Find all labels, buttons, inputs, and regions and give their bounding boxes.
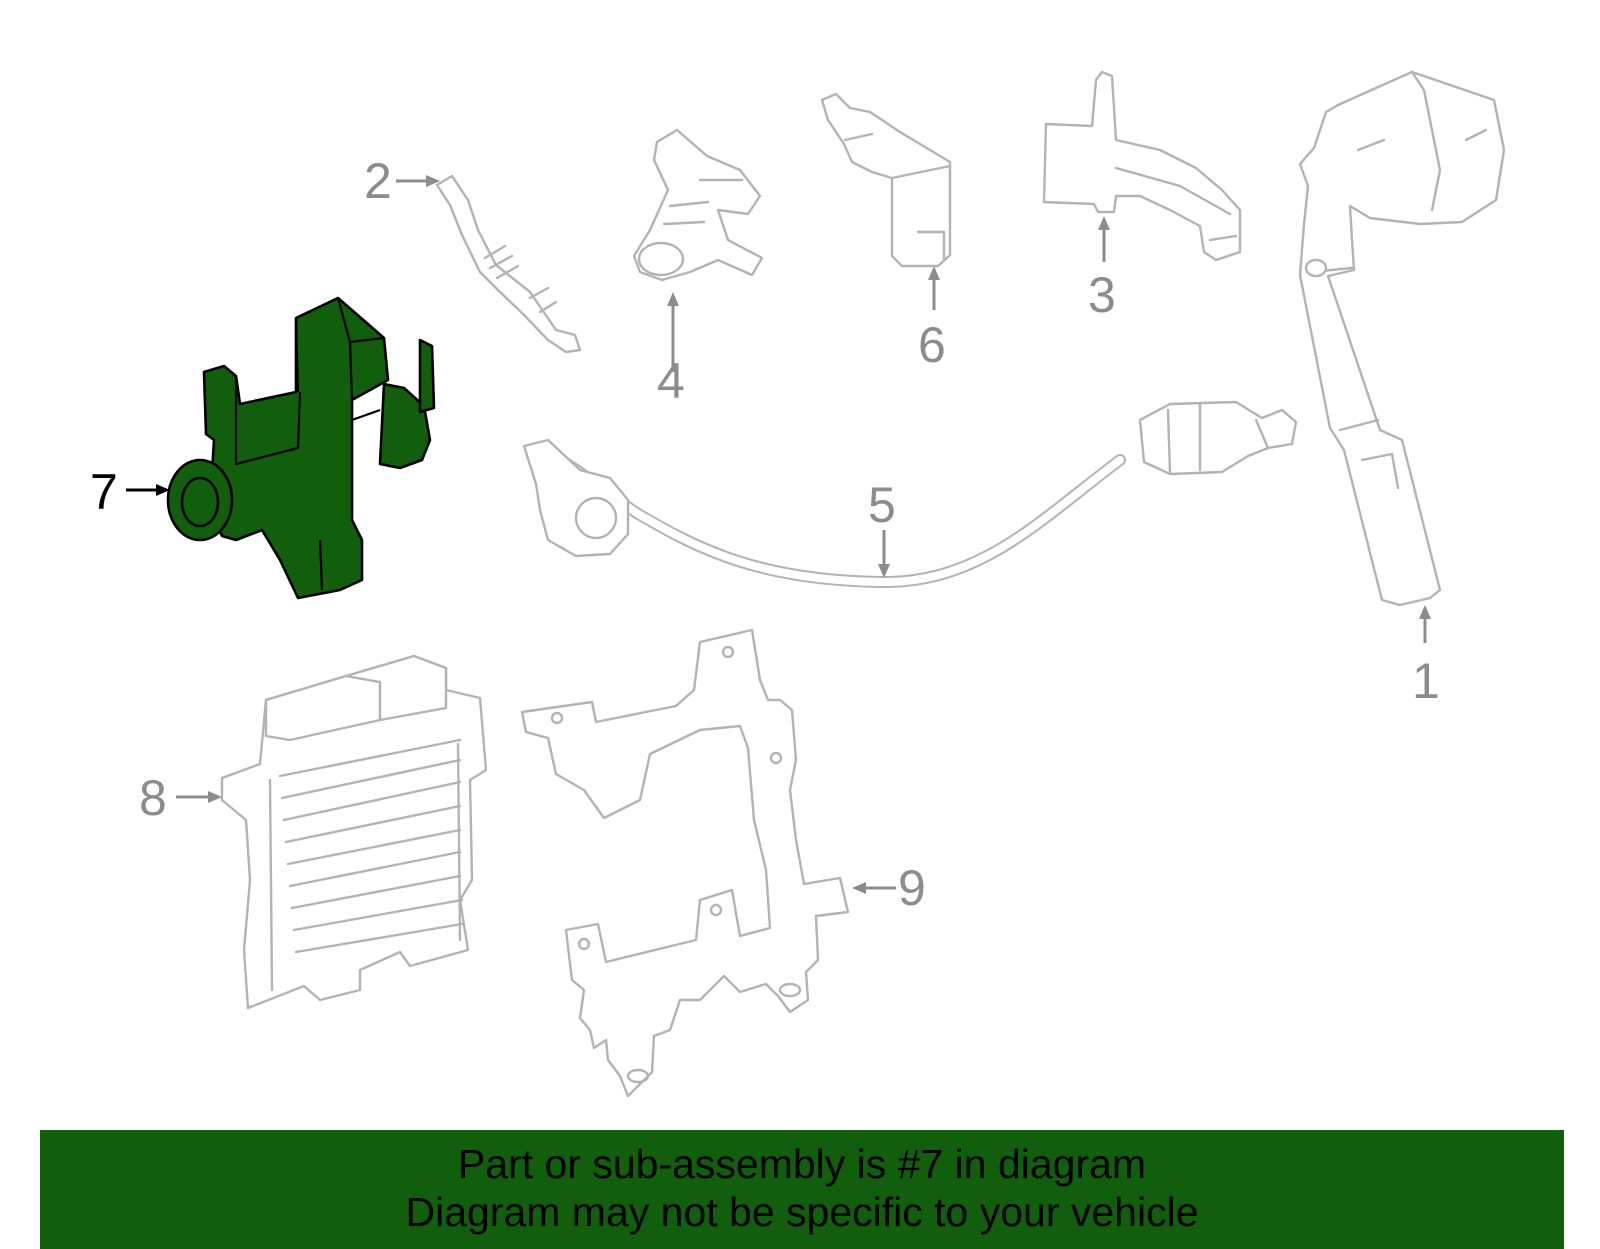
part-8-ecu[interactable]: [220, 654, 488, 1010]
banner-line-2: Diagram may not be specific to your vehi…: [405, 1189, 1199, 1235]
part-4-sensor[interactable]: [632, 128, 764, 282]
part-2-spark-plug[interactable]: [435, 174, 582, 354]
callout-3: 3: [1088, 267, 1116, 323]
banner-line-1: Part or sub-assembly is #7 in diagram: [457, 1141, 1147, 1187]
callout-9: 9: [898, 860, 926, 916]
part-1-ignition-coil[interactable]: [1298, 70, 1506, 607]
info-banner: Part or sub-assembly is #7 in diagram Di…: [40, 1130, 1564, 1249]
part-6-sensor[interactable]: [820, 92, 952, 268]
callout-7: 7: [90, 464, 118, 520]
callout-8: 8: [139, 770, 167, 826]
callout-4: 4: [657, 353, 685, 409]
callout-5: 5: [868, 477, 896, 533]
callout-2: 2: [364, 153, 392, 209]
callout-1: 1: [1412, 653, 1440, 709]
part-7-vacuum-valve[interactable]: [166, 296, 436, 600]
part-5-sensor-harness[interactable]: [522, 400, 1298, 589]
part-3-bracket[interactable]: [1042, 70, 1242, 262]
callout-6: 6: [918, 317, 946, 373]
part-9-bracket[interactable]: [520, 628, 850, 1098]
callout-arrows: [126, 175, 1431, 894]
